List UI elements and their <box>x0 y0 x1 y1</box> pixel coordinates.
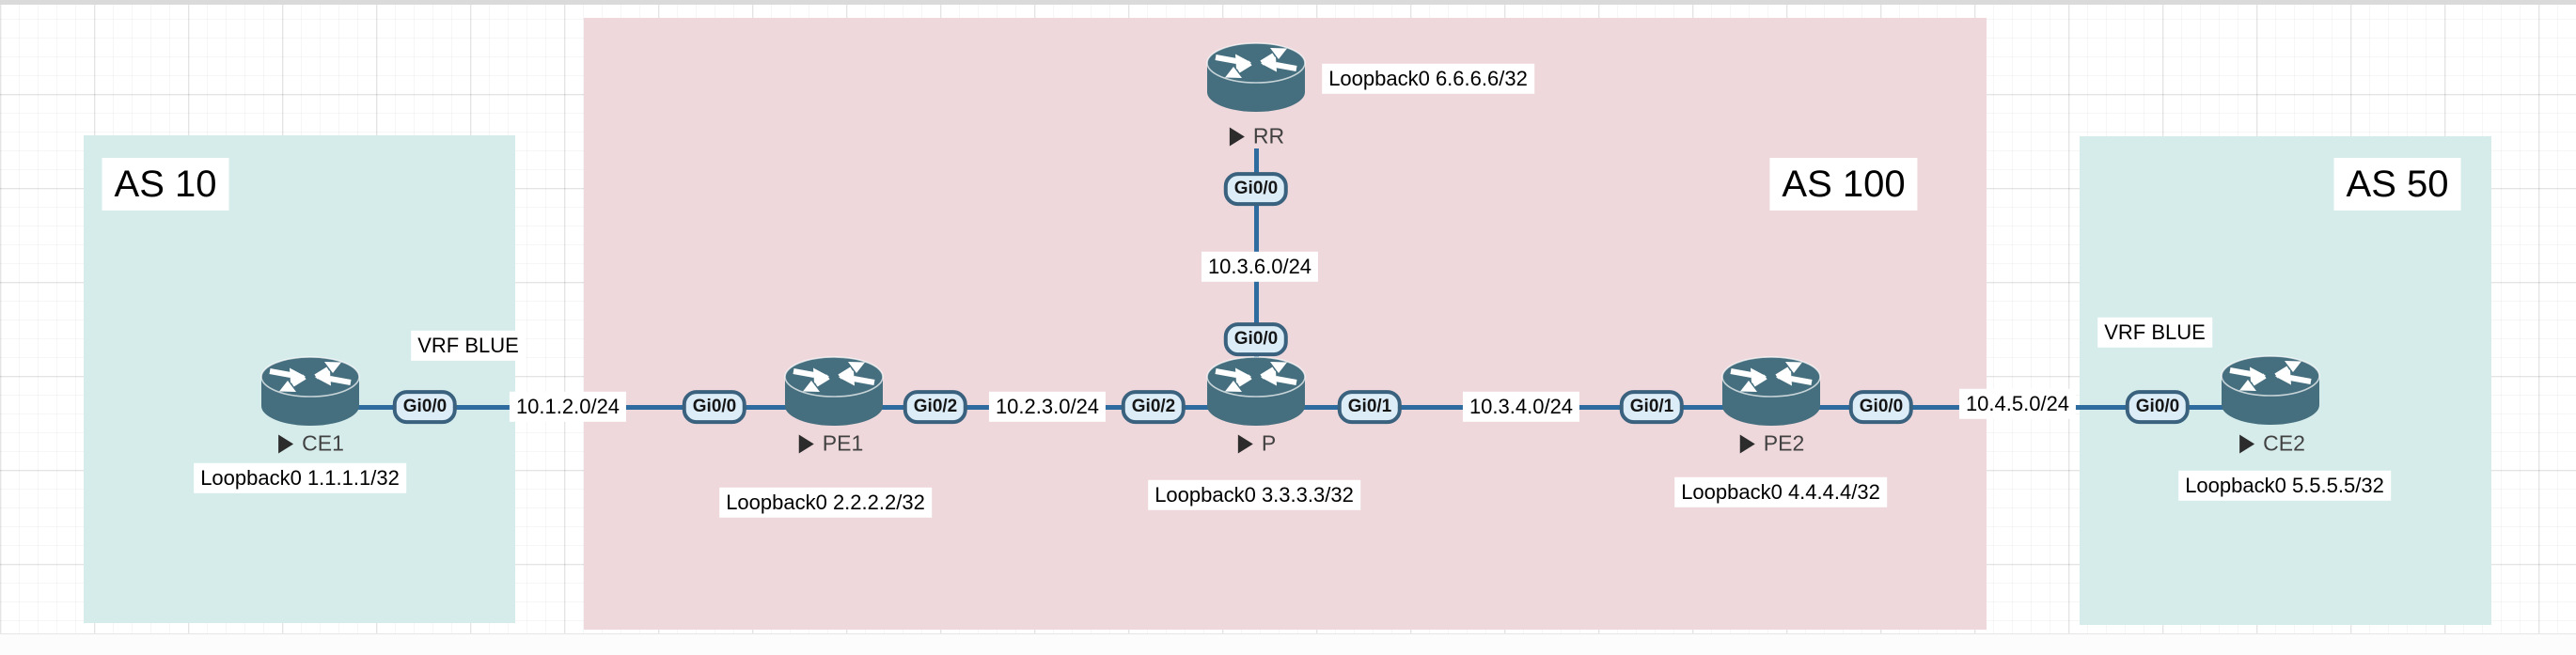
subnet-label-10-3-6-0: 10.3.6.0/24 <box>1201 251 1319 283</box>
router-icon-ce2[interactable] <box>2219 355 2322 429</box>
interface-pill-p-gi0-1[interactable]: Gi0/1 <box>1337 390 1403 424</box>
router-name-label: PE1 <box>822 430 864 456</box>
canvas-bottom-edge <box>0 633 2576 655</box>
router-icon-pe1[interactable] <box>782 356 886 429</box>
vrf-blue-label-right: VRF BLUE <box>2097 317 2212 349</box>
interface-pill-pe2-gi0-1[interactable]: Gi0/1 <box>1619 390 1685 424</box>
as100-label: AS 100 <box>1769 158 1918 211</box>
interface-pill-p-gi0-2[interactable]: Gi0/2 <box>1121 390 1186 424</box>
router-name-label: PE2 <box>1763 430 1805 456</box>
play-icon <box>798 434 814 453</box>
router-icon-rr[interactable] <box>1204 42 1308 116</box>
router-name-label: CE2 <box>2263 430 2305 456</box>
subnet-label-10-2-3-0: 10.2.3.0/24 <box>988 391 1107 423</box>
router-name-label: P <box>1261 430 1277 456</box>
router-name-ce1: CE1 <box>278 431 344 457</box>
loopback-label-ce1: Loopback0 1.1.1.1/32 <box>194 462 406 494</box>
subnet-label-10-4-5-0: 10.4.5.0/24 <box>1958 388 2077 420</box>
play-icon <box>2239 434 2255 453</box>
interface-pill-rr-gi0-0[interactable]: Gi0/0 <box>1223 172 1289 206</box>
router-name-ce2: CE2 <box>2239 431 2305 457</box>
as50-label: AS 50 <box>2333 158 2461 211</box>
loopback-label-ce2: Loopback0 5.5.5.5/32 <box>2178 470 2391 502</box>
subnet-label-10-3-4-0: 10.3.4.0/24 <box>1462 391 1580 423</box>
router-name-rr: RR <box>1229 123 1285 149</box>
router-icon-pe2[interactable] <box>1720 356 1823 429</box>
play-icon <box>1229 127 1245 146</box>
loopback-label-rr: Loopback0 6.6.6.6/32 <box>1322 63 1534 95</box>
interface-pill-pe1-gi0-2[interactable]: Gi0/2 <box>903 390 968 424</box>
router-icon-ce1[interactable] <box>259 356 362 429</box>
as10-label: AS 10 <box>102 158 229 211</box>
interface-pill-p-gi0-0[interactable]: Gi0/0 <box>1223 322 1289 356</box>
region-as100[interactable] <box>584 18 1987 630</box>
canvas-top-edge <box>0 0 2576 5</box>
subnet-label-10-1-2-0: 10.1.2.0/24 <box>509 391 627 423</box>
loopback-label-pe1: Loopback0 2.2.2.2/32 <box>719 487 932 519</box>
router-icon-p[interactable] <box>1204 356 1308 429</box>
play-icon <box>1237 434 1253 453</box>
vrf-blue-label-left: VRF BLUE <box>411 330 526 362</box>
interface-pill-pe1-gi0-0[interactable]: Gi0/0 <box>682 390 747 424</box>
play-icon <box>278 434 294 453</box>
router-name-p: P <box>1237 430 1277 457</box>
router-name-label: RR <box>1252 123 1285 148</box>
interface-pill-ce1-gi0-0[interactable]: Gi0/0 <box>392 390 458 424</box>
loopback-label-p: Loopback0 3.3.3.3/32 <box>1148 479 1360 511</box>
router-name-label: CE1 <box>302 430 344 456</box>
play-icon <box>1739 434 1755 453</box>
loopback-label-pe2: Loopback0 4.4.4.4/32 <box>1674 476 1887 508</box>
interface-pill-pe2-gi0-0[interactable]: Gi0/0 <box>1848 390 1914 424</box>
router-name-pe1: PE1 <box>798 430 864 457</box>
router-name-pe2: PE2 <box>1739 430 1805 457</box>
interface-pill-ce2-gi0-0[interactable]: Gi0/0 <box>2125 390 2191 424</box>
